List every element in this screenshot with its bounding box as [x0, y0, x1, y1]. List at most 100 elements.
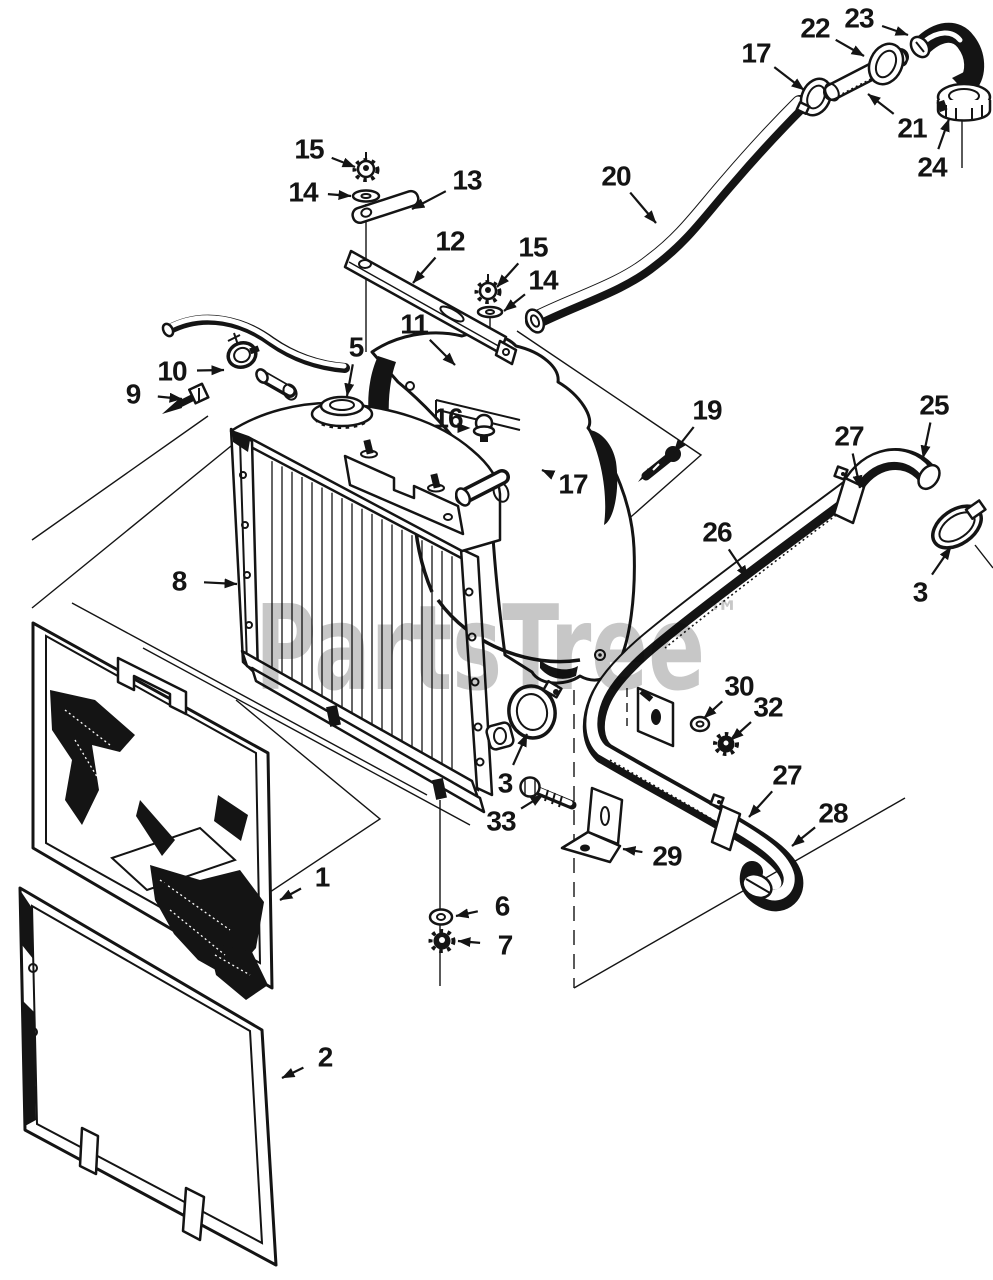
strap-13: [351, 189, 420, 225]
flange-nut-7: [428, 929, 456, 953]
hose-clamp-3: [931, 499, 987, 550]
callout-15: 15: [518, 232, 548, 263]
leader-arrow-32: [730, 721, 752, 741]
callout-33: 33: [486, 806, 516, 837]
callout-2: 2: [318, 1042, 333, 1073]
leader-arrow-5: [344, 364, 355, 397]
leader-arrow-1: [279, 887, 302, 901]
radiator: [229, 395, 515, 814]
leader-arrow-6: [455, 908, 479, 919]
callout-27: 27: [772, 760, 802, 791]
leader-arrow-27: [748, 790, 774, 818]
leader-arrow-33: [520, 794, 544, 810]
leader-arrow-17: [541, 468, 556, 480]
leader-arrow-7: [457, 937, 481, 948]
callout-9: 9: [126, 379, 141, 410]
washer-30: [689, 715, 711, 733]
overflow-hose-group: [161, 314, 350, 414]
leader-arrow-17: [773, 66, 805, 91]
callout-6: 6: [495, 891, 510, 922]
leader-arrow-10: [196, 365, 225, 376]
tank-stud: [360, 439, 378, 459]
callout-5: 5: [349, 332, 364, 363]
bottom-fasteners: [428, 679, 624, 953]
callout-15: 15: [294, 134, 324, 165]
callout-14: 14: [528, 265, 559, 296]
callout-13: 13: [452, 165, 482, 196]
callout-23: 23: [844, 3, 874, 34]
callout-24: 24: [917, 152, 948, 183]
leader-arrow-12: [412, 256, 437, 284]
bolt-16: [472, 413, 496, 442]
flange-nut-15: [352, 152, 380, 182]
callout-29: 29: [652, 841, 682, 872]
leader-arrow-27: [851, 453, 863, 489]
callout-32: 32: [753, 692, 783, 723]
washer-6: [428, 908, 454, 926]
callout-25: 25: [919, 390, 949, 421]
callout-22: 22: [800, 13, 830, 44]
leader-arrow-30: [703, 700, 724, 719]
flange-nut-32: [713, 732, 739, 756]
leader-arrow-28: [791, 826, 816, 847]
bracket-29: [560, 786, 624, 864]
leader-arrow-21: [867, 93, 895, 115]
callout-3: 3: [913, 577, 928, 608]
callout-17: 17: [558, 469, 588, 500]
leader-arrow-11: [429, 339, 456, 366]
callout-27: 27: [834, 421, 864, 452]
brace-bar-12: [343, 249, 518, 366]
brace-and-fasteners: [343, 152, 518, 442]
tank-stud: [427, 473, 445, 493]
leader-arrow-25: [920, 422, 932, 459]
bolt-33: [519, 776, 577, 810]
leader-arrow-2: [281, 1066, 304, 1079]
leader-arrow-9: [157, 392, 183, 403]
callout-11: 11: [400, 309, 428, 340]
callout-20: 20: [601, 161, 631, 192]
callout-17: 17: [741, 38, 771, 69]
callout-26: 26: [702, 517, 732, 548]
hose-clamp-22: [867, 42, 905, 86]
hose-clamp-24: [936, 82, 992, 122]
pinch-clamp-27: [709, 793, 742, 852]
flange-nut-15: [474, 274, 502, 304]
grille-screen-2: [18, 886, 278, 1267]
leader-arrow-3: [512, 733, 529, 766]
watermark-tm-symbol: ™: [706, 594, 740, 634]
hose-clamp-3: [507, 679, 563, 740]
callout-21: 21: [897, 113, 927, 144]
leader-arrow-24: [937, 118, 951, 150]
leader-arrow-23: [881, 24, 909, 37]
callout-30: 30: [724, 671, 754, 702]
leader-arrow-14: [327, 189, 352, 200]
leader-arrow-8: [203, 578, 238, 589]
leader-arrow-13: [411, 190, 447, 210]
upper-hose-group: [524, 22, 992, 334]
callout-12: 12: [435, 226, 465, 257]
lower-hose-group: [582, 448, 987, 912]
callout-1: 1: [315, 862, 330, 893]
pinch-clamp-27: [832, 465, 866, 525]
callout-10: 10: [157, 356, 187, 387]
leader-arrow-29: [622, 846, 643, 856]
leader-arrow-22: [835, 38, 865, 57]
callout-16: 16: [433, 403, 463, 434]
elbow-23: [909, 22, 985, 94]
leader-arrow-3: [931, 546, 952, 576]
leader-arrow-14: [503, 293, 526, 312]
screw-9: [162, 382, 210, 414]
washer-14: [351, 189, 381, 203]
leader-arrow-15: [331, 156, 356, 169]
leader-arrow-26: [727, 548, 749, 579]
callout-28: 28: [818, 798, 848, 829]
callout-3: 3: [498, 768, 513, 799]
hose-bracket-plate: [636, 686, 675, 748]
washer-14: [476, 305, 504, 319]
grille-screen-1: [31, 621, 274, 1000]
watermark-text: PartsTree: [255, 579, 705, 717]
leader-arrow-20: [629, 191, 657, 224]
